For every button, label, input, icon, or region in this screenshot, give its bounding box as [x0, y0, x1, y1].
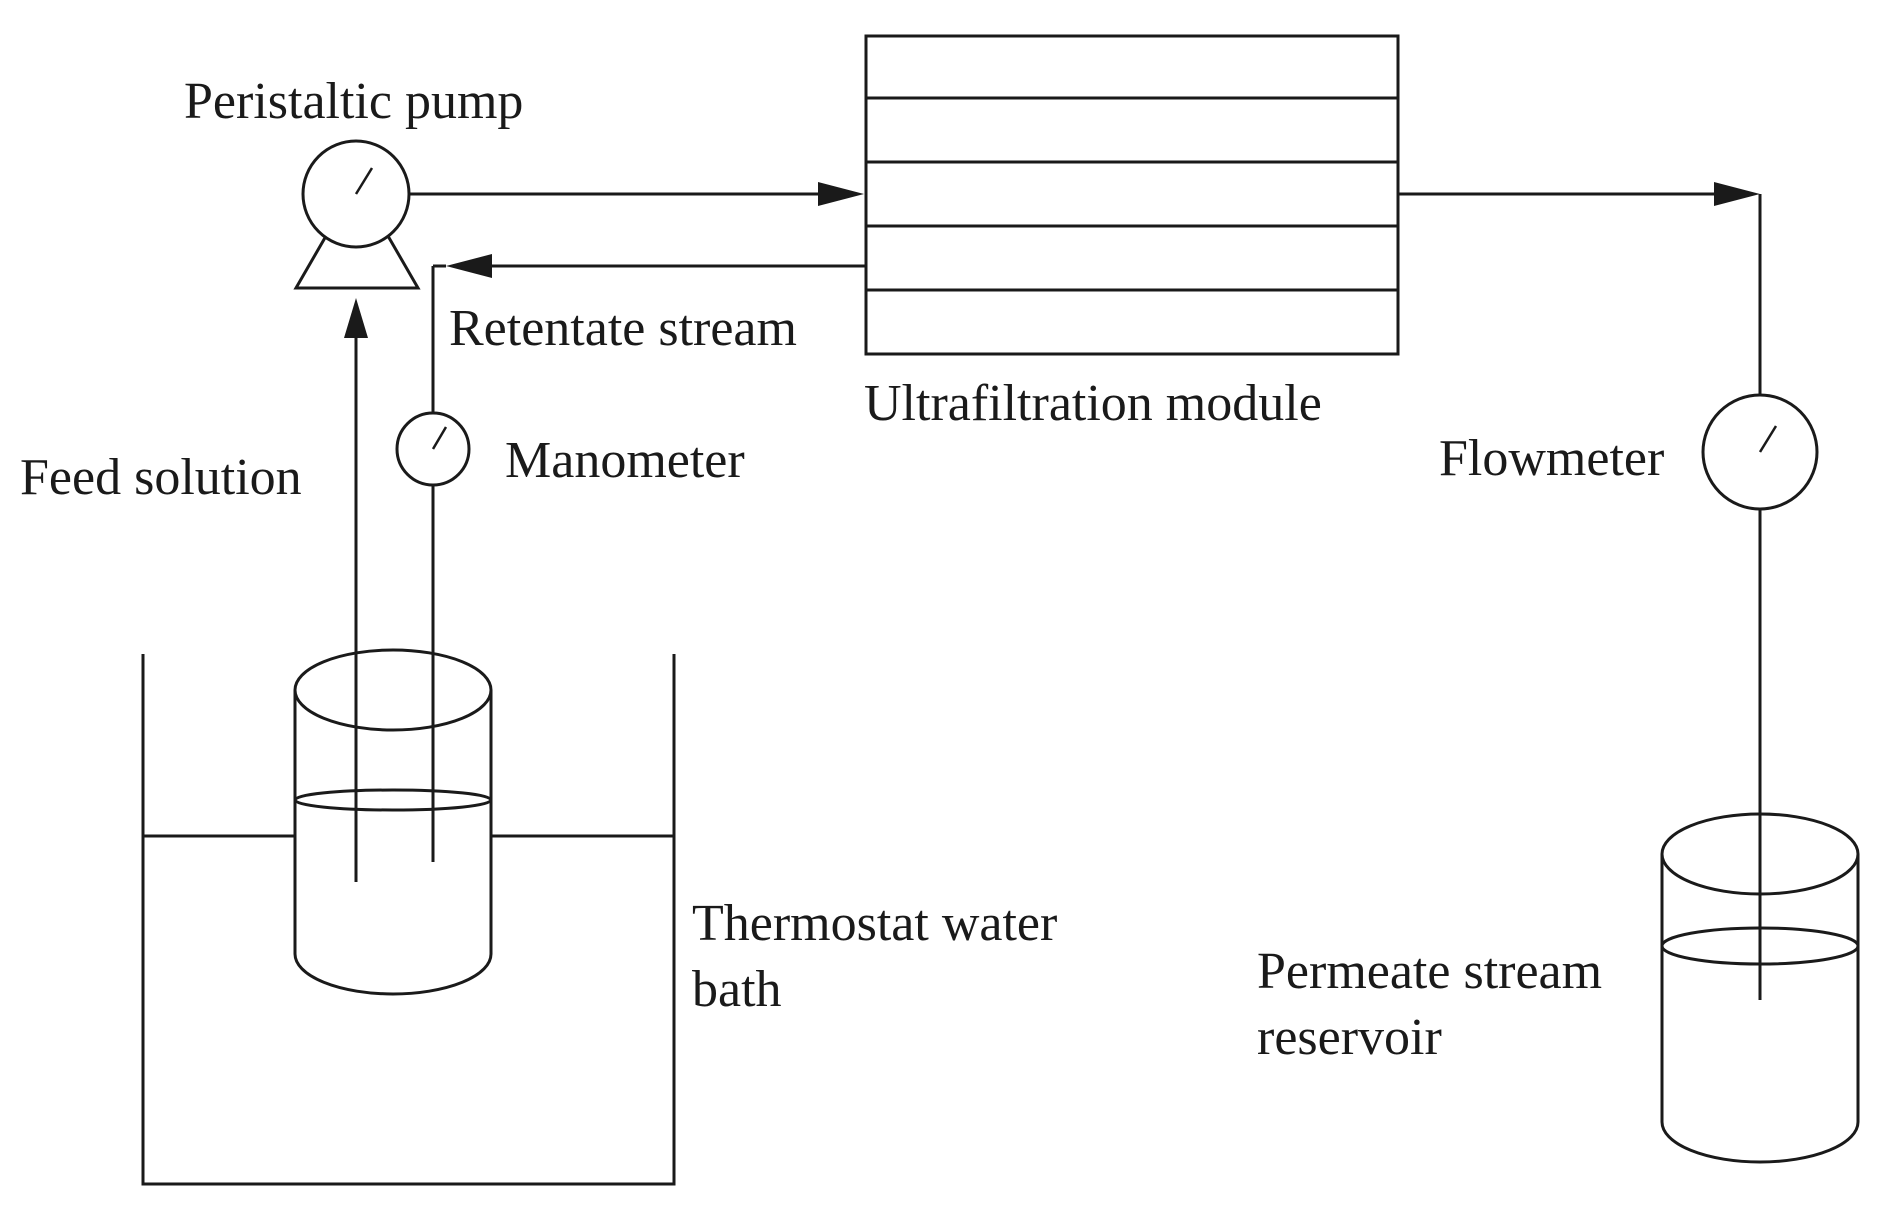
label-retentate-stream: Retentate stream	[449, 300, 797, 357]
label-feed-solution: Feed solution	[20, 449, 302, 506]
label-permeate-stream: Permeate stream	[1257, 943, 1602, 1000]
permeate-arrow	[1714, 182, 1760, 206]
label-thermostat-bath: bath	[692, 961, 782, 1018]
label-flowmeter: Flowmeter	[1439, 430, 1664, 487]
label-peristaltic-pump: Peristaltic pump	[184, 73, 523, 130]
feed-beaker	[293, 648, 493, 996]
module-inlet-arrow	[818, 182, 864, 206]
retentate-line	[431, 254, 866, 862]
permeate-line	[1398, 182, 1762, 1000]
flowmeter	[1701, 393, 1819, 511]
thermostat-water-bath	[141, 654, 676, 1186]
label-manometer: Manometer	[505, 432, 745, 489]
label-thermostat-water: Thermostat water	[692, 895, 1057, 952]
label-ultrafiltration-module: Ultrafiltration module	[864, 375, 1322, 432]
retentate-arrow	[446, 254, 492, 278]
feed-line	[344, 298, 368, 882]
manometer-needle	[431, 426, 448, 450]
peristaltic-pump	[293, 139, 421, 290]
flowmeter-needle	[1758, 425, 1778, 453]
manometer	[395, 411, 471, 487]
label-permeate-reservoir: reservoir	[1257, 1009, 1442, 1066]
ultrafiltration-module	[864, 34, 1400, 356]
permeate-reservoir	[1660, 812, 1860, 1164]
pump-to-module-line	[409, 182, 864, 206]
pump-gauge-needle	[354, 167, 374, 195]
feed-arrow	[344, 298, 368, 338]
